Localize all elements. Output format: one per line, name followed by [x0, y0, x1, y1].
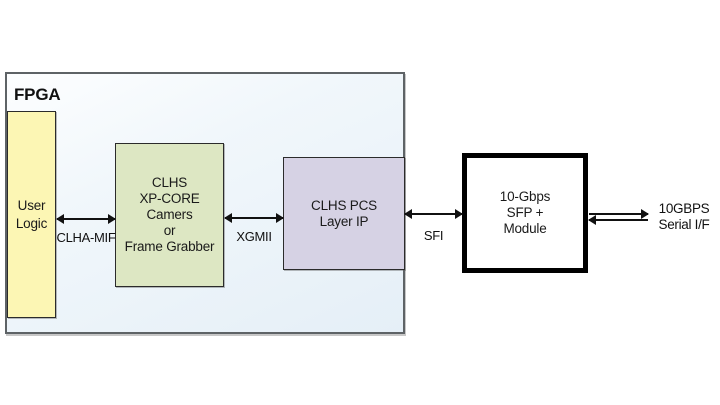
sfp-line-2: SFP +	[506, 205, 544, 220]
user-logic-block: User Logic	[7, 111, 56, 318]
xp-core-line-3: Camers	[146, 207, 193, 222]
sfi-label: SFI	[423, 228, 444, 243]
pcs-layer-block: CLHS PCS Layer IP	[283, 157, 405, 270]
fpga-label: FPGA	[14, 85, 61, 104]
user-logic-line-1: User	[17, 197, 46, 213]
sfp-line-3: Module	[503, 221, 547, 236]
serial-tx-arrow	[589, 209, 649, 219]
xgmii-label: XGMII	[236, 229, 272, 244]
clha-mif-label: CLHA-MIF	[56, 230, 116, 245]
xp-core-line-4: or	[163, 223, 176, 238]
serial-if-line-1: 10GBPS	[658, 201, 710, 216]
pcs-line-1: CLHS PCS	[311, 197, 377, 213]
serial-if-line-2: Serial I/F	[658, 216, 710, 232]
xp-core-line-2: XP-CORE	[139, 191, 200, 206]
serial-if-label: 10GBPS Serial I/F	[650, 201, 718, 232]
xp-core-block: CLHS XP-CORE Camers or Frame Grabber	[115, 143, 224, 287]
xp-core-line-1: CLHS	[151, 175, 188, 190]
sfp-module-block: 10-Gbps SFP + Module	[462, 153, 588, 273]
sfi-arrow	[404, 209, 463, 219]
user-logic-line-2: Logic	[15, 215, 48, 231]
xp-core-line-5: Frame Grabber	[124, 239, 215, 254]
xgmii-arrow	[224, 213, 284, 223]
serial-rx-arrow	[588, 215, 648, 225]
pcs-line-2: Layer IP	[319, 213, 369, 229]
clha-mif-arrow	[56, 214, 116, 224]
sfp-line-1: 10-Gbps	[499, 189, 551, 204]
